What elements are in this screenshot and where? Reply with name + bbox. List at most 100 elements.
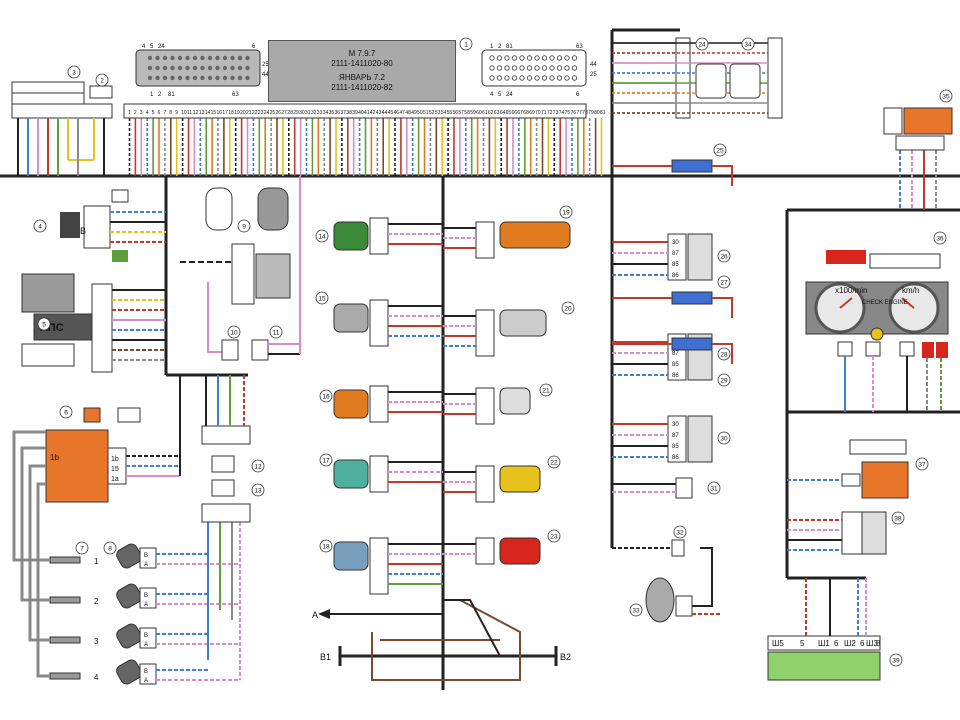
component-number: 13 [254,488,262,495]
component-number-circle [889,653,903,667]
ecu-pin-label: 32 [311,110,317,116]
relay-pins [667,415,687,463]
sensor-connector [369,299,389,347]
pin-block [767,37,783,119]
connector-32 [671,539,685,557]
component-number: 17 [322,458,330,465]
conn-pin-44: 44 [262,72,269,78]
injector [116,659,142,685]
injector-connector [139,663,157,685]
relay-pin-label: 86 [672,273,679,279]
sensor-body [333,303,369,333]
sensor-connector [369,385,389,423]
component-number-circle [67,65,81,79]
ecu-pin-label: 61 [482,110,488,116]
component-number-circle [33,219,47,233]
component-number-circle [227,325,241,339]
ecu-pin-label: 6 [158,110,161,116]
sh3-label: Ш3 [866,639,878,648]
connector-pin-hole [571,55,578,61]
ignition-coil-6 [12,375,181,640]
ecu-pin-label: 27 [281,110,287,116]
relay-pin-label: 87 [672,251,679,257]
relay-pin-label: 87 [672,433,679,439]
conn-pin-25: 25 [262,62,269,68]
connector-pin-hole [504,75,510,81]
middle-sensors [333,217,443,595]
ecu-pin-label: 20 [240,110,246,116]
relay-pin-label: 85 [672,444,679,450]
sensor-connector [475,465,495,503]
left-wires [17,118,105,176]
sh1-label: Ш1 [818,639,830,648]
connector-pin-hole [162,55,168,61]
fuse-wire-out [712,297,733,318]
connector-pin-hole [215,75,220,81]
relay-pin-label: 85 [672,362,679,368]
component-number-circle [561,301,575,315]
connector-pin-hole [534,75,540,81]
ecu-pin-label: 46 [394,110,400,116]
component-number: 8 [108,546,112,553]
connector-pin-hole [185,75,190,81]
ecu-pin-label: 70 [535,110,541,116]
connector-pin-hole [564,65,570,71]
spark-plug [49,596,81,604]
component-number-circle [741,37,755,51]
ecu-pin-label: 1 [128,110,131,116]
ecu-pin-label: 22 [252,110,258,116]
relay-body [687,233,713,281]
component-number: 12 [254,464,262,471]
ecu-pin-label: 77 [576,110,582,116]
ground-a-label: A [312,610,318,620]
relay-pin-label: 87 [672,351,679,357]
ecu-pin-label: 39 [352,110,358,116]
connector-pin-hole [230,55,235,61]
connector-pin-hole [222,65,228,71]
coil-pin-1a: 1a [111,476,119,483]
aps-wires [112,289,166,361]
connector-pin-hole [549,75,555,81]
ecu-pin-label: 74 [559,110,565,116]
connector-pin-hole [526,75,533,81]
conn-r-pin-2: 2 [498,44,502,50]
component-number: 15 [318,296,326,303]
ecu-pin-label: 13 [199,110,205,116]
ecu-pin-label: 34 [323,110,329,116]
component-number: 11 [273,330,280,337]
module-37 [787,439,909,499]
connector-pin-hole [155,75,160,81]
ecu-pin-label: 28 [287,110,293,116]
check-engine-label: CHECK ENGINE [862,300,908,306]
connector-pin-hole [147,65,153,71]
ecu-pin-label: 25 [270,110,276,116]
ecu-pin-label: 64 [500,110,506,116]
connector-pin-hole [237,65,243,71]
conn-r-pin-25: 25 [590,72,597,78]
injector-pin-b: B [144,593,148,599]
component-number: 22 [550,460,558,467]
ecu-pin-label: 56 [453,110,459,116]
component-number: 30 [720,436,728,443]
aps-block [21,273,113,373]
cylinder-number: 2 [94,597,99,606]
component-number-circle [915,457,929,471]
connector-pin-hole [237,75,243,81]
cylinder-number: 3 [94,637,99,646]
component-number-circle [717,373,731,387]
conn-pin-1: 1 [150,92,154,98]
sh1-pin: 6 [834,639,839,648]
ecu-pin-label: 48 [405,110,411,116]
ecu-model-2: ЯНВАРЬ 7.2 [339,73,385,82]
component-number: 10 [230,330,238,337]
component-number: 39 [892,658,900,665]
connector-pin-hole [222,75,228,81]
sensor-body [333,221,369,251]
component-number: 19 [562,210,570,217]
component-number: 6 [64,410,68,417]
connector-pin-hole [155,55,160,61]
relay-body [687,415,713,463]
connector-pin-hole [192,65,198,71]
